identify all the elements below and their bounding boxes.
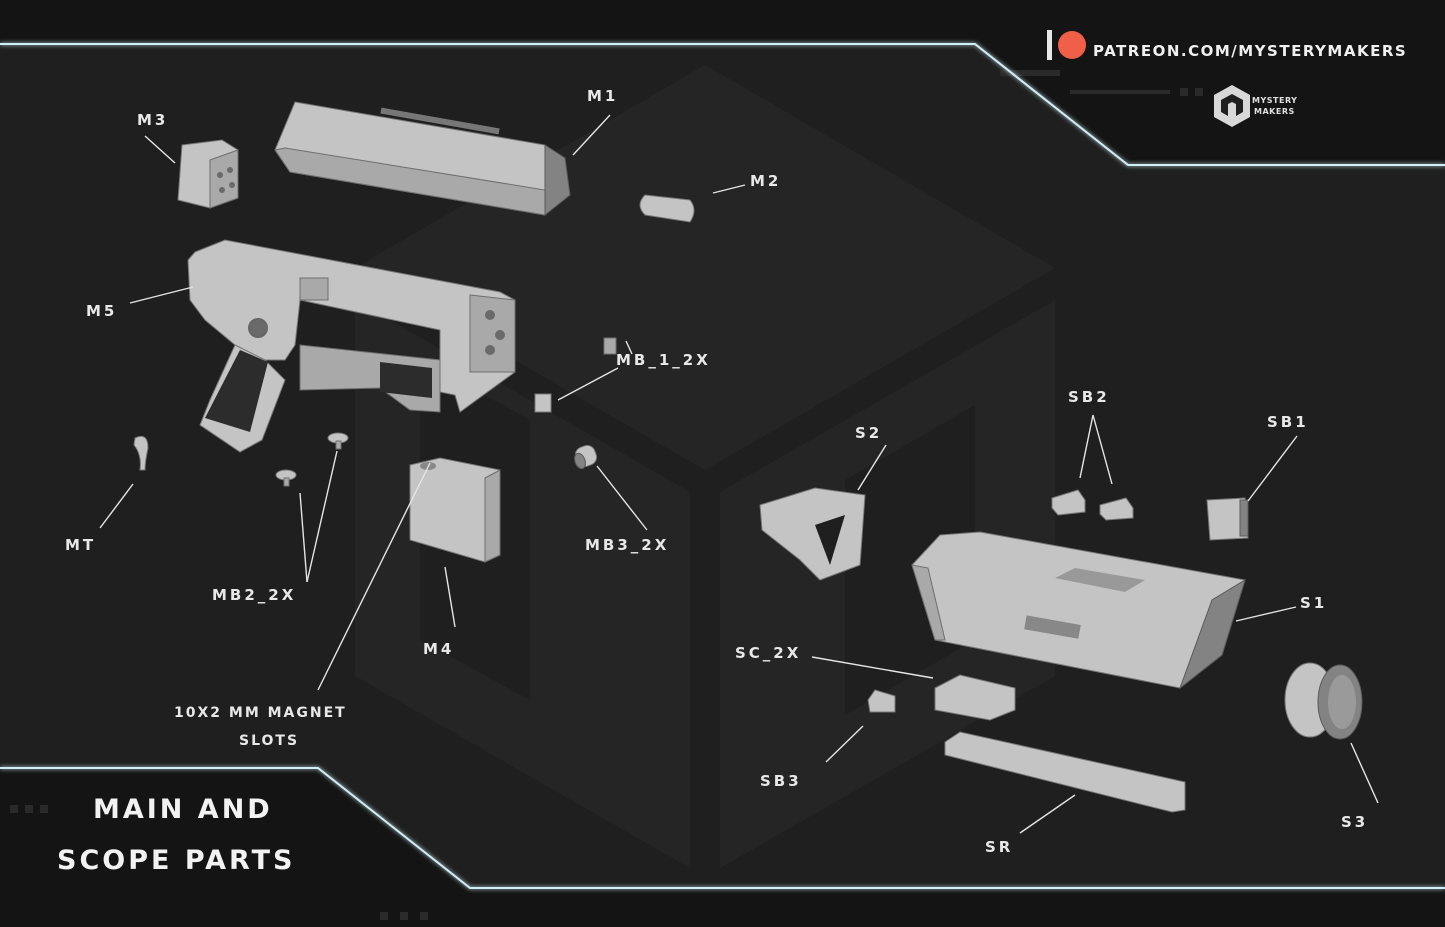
label-sb1: SB1 [1267,413,1309,431]
label-s3: S3 [1341,813,1368,831]
label-m3: M3 [137,111,168,129]
part-sc-clamp [934,674,1016,721]
label-m4: M4 [423,640,454,658]
title-line1: MAIN AND [93,794,273,825]
frame-glow-lines [0,43,1445,889]
label-m1: M1 [587,87,618,105]
part-mb3-cylinder [574,444,598,470]
title-line2: SCOPE PARTS [57,845,296,876]
patreon-bar-icon [1047,30,1052,60]
part-m5-receiver [187,239,516,453]
part-m4-magazine [409,457,501,563]
label-s2: S2 [855,424,882,442]
leader-lines [99,114,1379,834]
circuit-decoration [10,70,1203,920]
label-sb2: SB2 [1068,388,1110,406]
label-mt: MT [65,536,96,554]
part-mb1-cubes [534,337,617,413]
patreon-url[interactable]: PATREON.COM/MYSTERYMAKERS [1093,42,1407,60]
part-mb2-pins [275,432,349,487]
label-m5: M5 [86,302,117,320]
label-sc-2x: SC_2X [735,644,801,662]
label-mb2-2x: MB2_2X [212,586,296,604]
label-s1: S1 [1300,594,1327,612]
svg-text:MAKERS: MAKERS [1254,107,1295,116]
part-s3-cap [1284,662,1363,740]
part-s2-sight [759,487,866,581]
label-mb-1-2x: MB_1_2X [616,351,711,369]
part-s1-scope [911,531,1246,690]
label-m2: M2 [750,172,781,190]
svg-text:MYSTERY: MYSTERY [1252,96,1297,105]
label-magnet-line1: 10X2 MM MAGNET [174,705,347,721]
part-sb1-block [1206,497,1249,541]
part-labels: M1 M3 M2 M5 MB_1_2X MT MB3_2X MB2_2X M4 … [65,87,1368,856]
label-mb3-2x: MB3_2X [585,536,669,554]
label-sr: SR [985,838,1013,856]
part-m2-pin [639,194,695,223]
part-sb2-blocks [1051,489,1134,521]
part-sr-rail [944,731,1186,813]
part-m1-shroud [274,101,571,217]
patreon-badge[interactable]: PATREON.COM/MYSTERYMAKERS [1047,30,1407,60]
label-sb3: SB3 [760,772,802,790]
part-m3-cap [177,139,239,209]
page-title: MAIN AND SCOPE PARTS [57,794,296,876]
patreon-circle-icon [1058,31,1086,59]
part-sb3-block [867,689,896,713]
label-magnet-line2: SLOTS [239,733,299,749]
part-mt-trigger [133,435,149,471]
mystery-makers-logo: MYSTERY MAKERS [1214,85,1297,127]
mm-cube-icon [1214,85,1250,127]
